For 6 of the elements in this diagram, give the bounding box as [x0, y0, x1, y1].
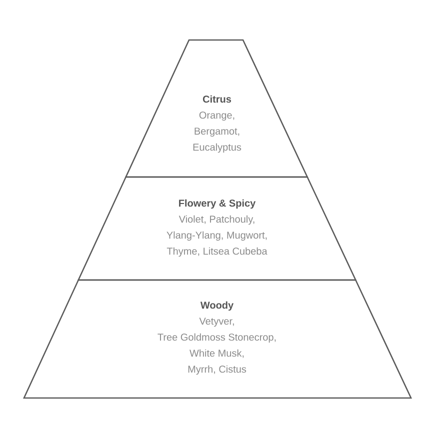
tier-heading: Citrus — [202, 95, 232, 103]
tier-heading: Woody — [200, 301, 234, 311]
ingredient-list: Violet, Patchouly, Ylang-Ylang, Mugwort, Thyme, Litsea Cubeba — [166, 215, 268, 257]
tier-heading: Flowery & Spicy — [179, 199, 256, 209]
ingredient-list: Orange, Bergamot, Eucalyptus — [193, 112, 242, 153]
ingredient-list: Vetyver, Tree Goldmoss Stonecrop, White Musk, Myrrh, Cistus — [158, 318, 276, 375]
